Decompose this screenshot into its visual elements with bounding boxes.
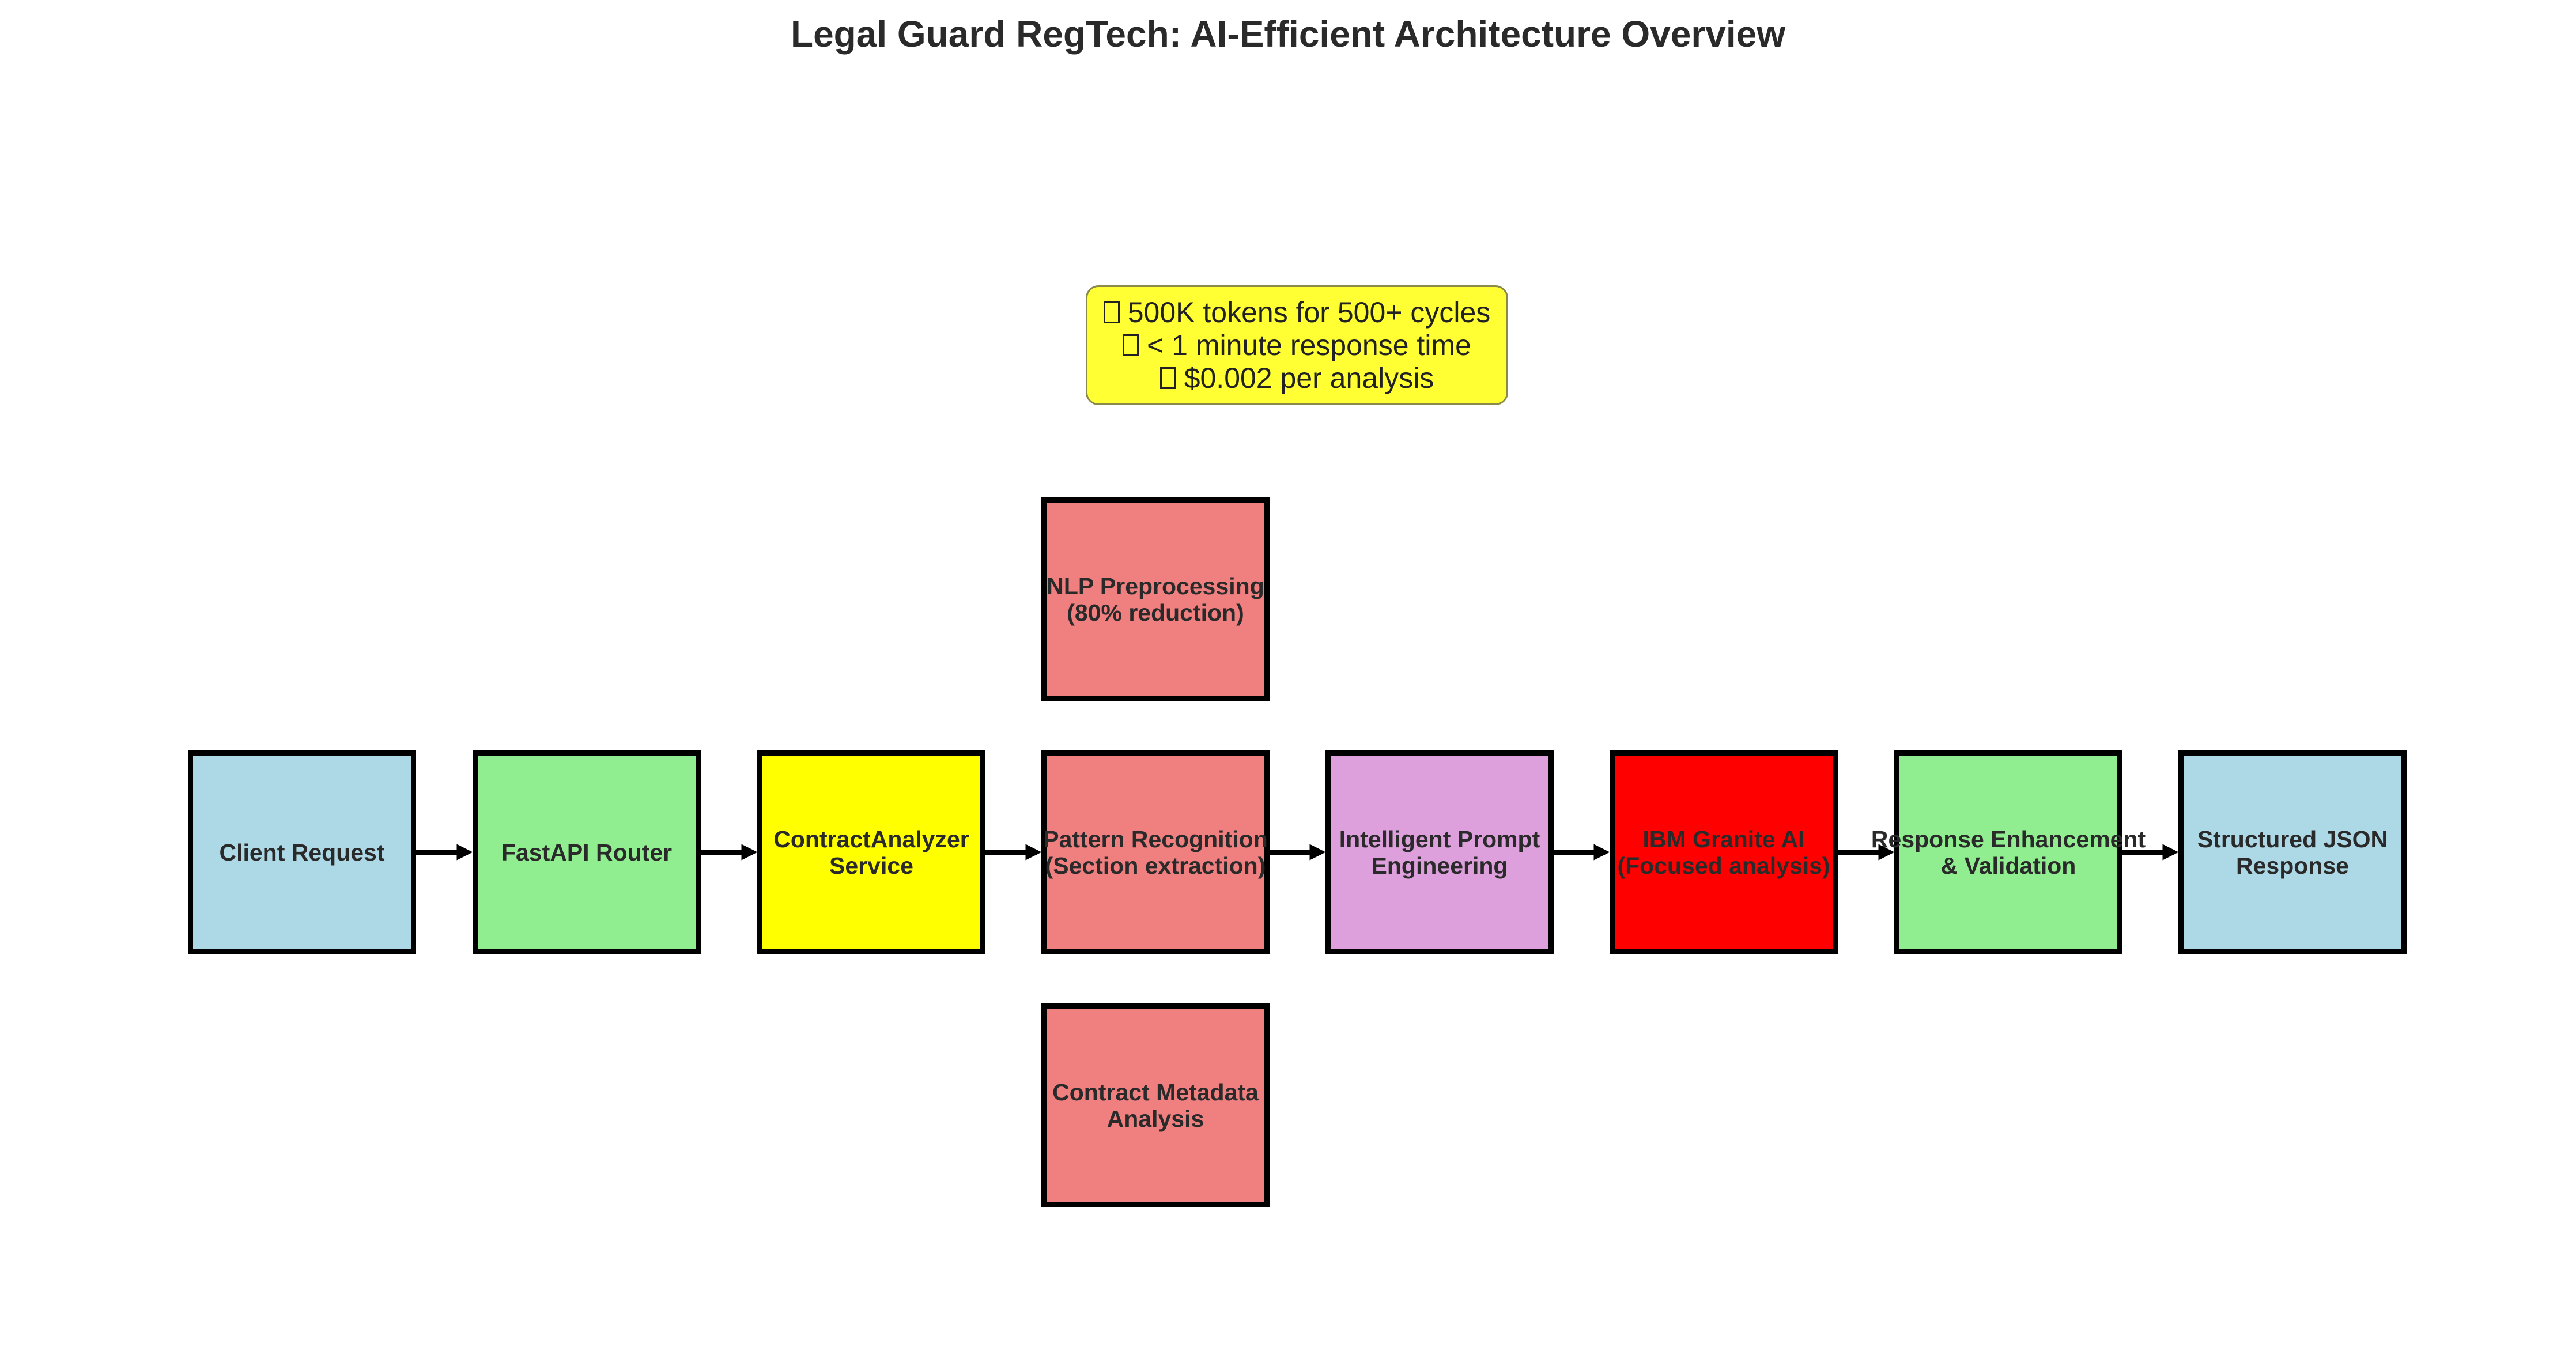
- node-label: FastAPI Router: [501, 839, 673, 866]
- node-contract-metadata: Contract Metadata Analysis: [1041, 1003, 1270, 1207]
- node-ibm-granite: IBM Granite AI (Focused analysis): [1610, 750, 1838, 954]
- node-response-enhancement: Response Enhancement & Validation: [1871, 750, 2146, 954]
- stat-cost: $0.002 per analysis: [1159, 361, 1434, 395]
- node-structured-json: Structured JSON Response: [2178, 750, 2407, 954]
- node-nlp-preprocessing: NLP Preprocessing (80% reduction): [1041, 497, 1270, 701]
- missing-glyph-icon: [1103, 301, 1120, 323]
- node-label: Pattern Recognition (Section extraction): [1043, 825, 1268, 879]
- page-title: Legal Guard RegTech: AI-Efficient Archit…: [790, 13, 1786, 55]
- missing-glyph-icon: [1123, 334, 1139, 356]
- stat-response-time: < 1 minute response time: [1123, 329, 1471, 362]
- node-prompt-engineering: Intelligent Prompt Engineering: [1325, 750, 1554, 954]
- node-label: Intelligent Prompt Engineering: [1339, 825, 1540, 879]
- node-label: Contract Metadata Analysis: [1052, 1078, 1259, 1132]
- node-label: ContractAnalyzer Service: [773, 825, 969, 879]
- stat-tokens: 500K tokens for 500+ cycles: [1103, 296, 1491, 329]
- node-label: Response Enhancement & Validation: [1871, 825, 2146, 879]
- stat-text: $0.002 per analysis: [1184, 361, 1434, 394]
- node-label: NLP Preprocessing (80% reduction): [1047, 572, 1264, 626]
- stat-text: 500K tokens for 500+ cycles: [1127, 296, 1491, 329]
- node-contract-analyzer: ContractAnalyzer Service: [757, 750, 985, 954]
- stat-text: < 1 minute response time: [1147, 329, 1471, 361]
- node-client-request: Client Request: [188, 750, 416, 954]
- stats-callout: 500K tokens for 500+ cycles < 1 minute r…: [1086, 285, 1508, 405]
- node-label: Client Request: [219, 839, 385, 866]
- node-label: IBM Granite AI (Focused analysis): [1617, 825, 1830, 879]
- node-label: Structured JSON Response: [2197, 825, 2388, 879]
- missing-glyph-icon: [1159, 367, 1176, 389]
- node-fastapi-router: FastAPI Router: [473, 750, 701, 954]
- node-pattern-recognition: Pattern Recognition (Section extraction): [1041, 750, 1270, 954]
